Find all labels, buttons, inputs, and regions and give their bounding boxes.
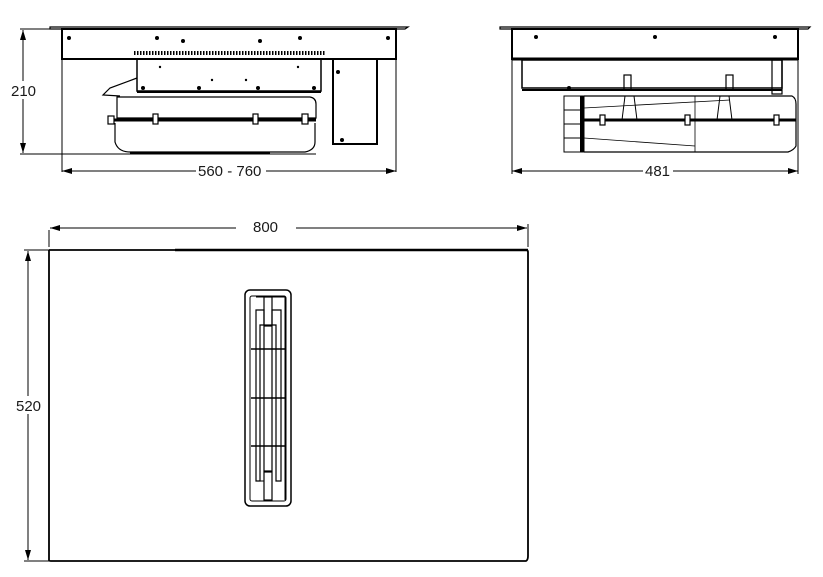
upper-housing [61,28,397,60]
fan-box [136,58,322,92]
width-range-label: 560 - 760 [198,163,261,180]
width-label: 800 [253,219,278,236]
clamp-icons [107,113,309,125]
side-view [499,26,812,174]
height-label: 210 [11,83,36,100]
hob-outline [48,249,529,562]
screw-icons [67,36,390,43]
extractor-grille-icon [244,289,292,507]
depth-label: 481 [645,163,670,180]
electronics-box [332,58,378,145]
plan-depth-label: 520 [16,398,41,415]
top-view [24,224,529,562]
front-view [20,26,410,172]
